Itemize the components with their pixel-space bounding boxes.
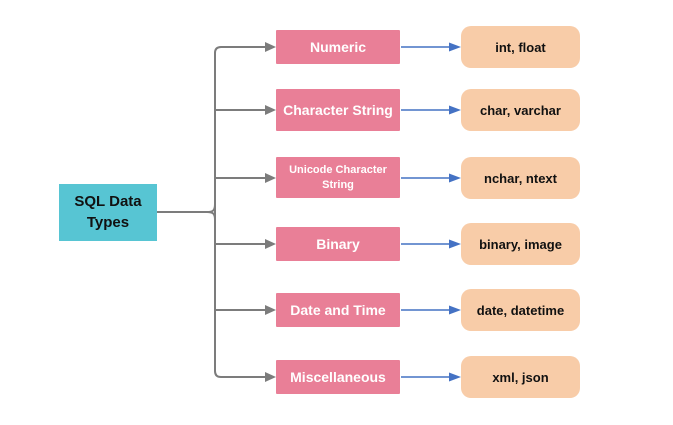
arrowhead-icon bbox=[265, 239, 276, 249]
type-node-xml-json: xml, json bbox=[461, 356, 580, 398]
type-label: nchar, ntext bbox=[484, 170, 557, 186]
arrowhead-icon bbox=[265, 42, 276, 52]
category-node-date-and-time: Date and Time bbox=[276, 293, 400, 327]
type-node-int-float: int, float bbox=[461, 26, 580, 68]
category-node-character-string: Character String bbox=[276, 89, 400, 131]
category-label: Miscellaneous bbox=[290, 368, 386, 385]
category-label: Numeric bbox=[309, 38, 367, 55]
type-arrows bbox=[401, 42, 461, 382]
blue-arrowhead-icon bbox=[449, 372, 461, 382]
category-label: Character String bbox=[283, 101, 393, 118]
category-node-unicode-character-string: Unicode Character String bbox=[276, 157, 400, 198]
category-node-miscellaneous: Miscellaneous bbox=[276, 360, 400, 394]
category-label: Binary bbox=[316, 235, 360, 252]
blue-arrowhead-icon bbox=[449, 239, 461, 249]
arrowhead-icon bbox=[265, 105, 276, 115]
category-label: Date and Time bbox=[290, 301, 386, 318]
arrowhead-icon bbox=[265, 372, 276, 382]
arrowhead-icon bbox=[265, 305, 276, 315]
tree-connectors bbox=[156, 42, 276, 382]
arrowhead-icon bbox=[265, 173, 276, 183]
type-node-char-varchar: char, varchar bbox=[461, 89, 580, 131]
root-node-sql-data-types: SQL Data Types bbox=[59, 184, 157, 241]
category-label: Unicode Character String bbox=[289, 163, 387, 191]
type-node-date-datetime: date, datetime bbox=[461, 289, 580, 331]
root-brace-down bbox=[206, 211, 216, 221]
category-node-numeric: Numeric bbox=[276, 30, 400, 64]
root-node-label: SQL Data Types bbox=[74, 193, 142, 231]
category-node-binary: Binary bbox=[276, 227, 400, 261]
branch-numeric bbox=[214, 46, 267, 54]
type-node-binary-image: binary, image bbox=[461, 223, 580, 265]
type-node-nchar-ntext: nchar, ntext bbox=[461, 157, 580, 199]
type-label: xml, json bbox=[492, 369, 549, 385]
blue-arrowhead-icon bbox=[449, 105, 461, 115]
type-label: date, datetime bbox=[476, 302, 565, 318]
blue-arrowhead-icon bbox=[449, 173, 461, 183]
blue-arrowhead-icon bbox=[449, 305, 461, 315]
type-label: binary, image bbox=[479, 236, 562, 252]
branch-miscellaneous bbox=[214, 370, 267, 378]
blue-arrowhead-icon bbox=[449, 42, 461, 52]
type-label: int, float bbox=[495, 39, 546, 55]
root-brace-up bbox=[206, 203, 216, 213]
type-label: char, varchar bbox=[480, 102, 561, 118]
